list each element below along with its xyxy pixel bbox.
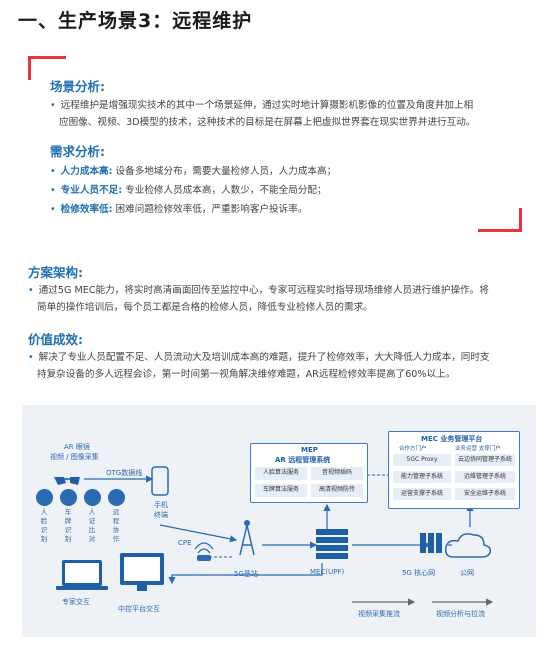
corner-decoration-bottom-right	[478, 208, 522, 232]
func-label: 车牌识别	[64, 508, 72, 543]
func-label: 远程协作	[112, 508, 120, 543]
phone-sublabel: 终端	[154, 511, 168, 519]
biz-cell: 运营支撑子系统	[393, 488, 451, 500]
center-label: 中控平台交互	[118, 605, 160, 613]
biz-cell: 能力管理子系统	[393, 471, 451, 483]
mep-cell: 高清视频防传	[311, 484, 363, 497]
analysis-heading: 场景分析:	[50, 79, 105, 94]
page-title: 一、生产场景3：远程维护	[18, 10, 253, 32]
ar-glasses-label: AR 眼镜	[64, 443, 90, 451]
biz-cell: 安全运维子系统	[455, 488, 515, 500]
plate-recognition-icon	[60, 489, 77, 506]
architecture-diagram: AR 眼镜 视频 / 图像采集 OTG数据线 手机 终端 人脸识别 车牌识别 人…	[22, 405, 536, 637]
biz-col2: 业务运营 支撑门户	[455, 446, 501, 452]
solution-paragraph: •通过5G MEC能力，将实时高清画面回传至监控中心，专家可远程实时指导现场维修…	[28, 285, 489, 313]
core-network-label: 5G 核心网	[402, 569, 436, 577]
biz-col1: 合作方门户	[399, 446, 427, 452]
value-paragraph: •解决了专业人员配置不足、人员流动大及培训成本高的难题，提升了检修效率，大大降低…	[28, 352, 490, 380]
remote-collab-icon	[108, 489, 125, 506]
base-station-label: 5G基站	[234, 570, 258, 578]
ar-glasses-sublabel: 视频 / 图像采集	[50, 453, 99, 461]
legend-pull: 视频分析与拉流	[436, 610, 485, 618]
corner-decoration-top-left	[28, 56, 66, 80]
value-heading: 价值成效:	[28, 332, 83, 347]
expert-label: 专家交互	[62, 598, 90, 606]
mep-box: MEP AR 远程管理系统 人脸算法服务 音视频插码 车牌算法服务 高清视频防传	[250, 443, 368, 503]
mep-subtitle: AR 远程管理系统	[275, 456, 331, 464]
diagram-connectors	[54, 466, 494, 606]
cpe-label: CPE	[178, 539, 192, 547]
legend-push: 视频采集推流	[358, 610, 400, 618]
biz-cell: 5GC Proxy	[393, 454, 451, 466]
otg-label: OTG数据线	[106, 469, 143, 477]
mep-cell: 音视频插码	[311, 467, 363, 480]
mep-cell: 人脸算法服务	[255, 467, 307, 480]
biz-cell: 远维管理子系统	[455, 471, 515, 483]
face-recognition-icon	[36, 489, 53, 506]
id-compare-icon	[84, 489, 101, 506]
list-item: •人力成本高: 设备多地域分布，需要大量检修人员，人力成本高；	[50, 166, 337, 177]
mep-cell: 车牌算法服务	[255, 484, 307, 497]
mec-upf-label: MEC(UPF)	[310, 568, 345, 576]
needs-heading: 需求分析:	[50, 144, 105, 159]
list-item: •检修效率低: 困难问题检修效率低，严重影响客户投诉率。	[50, 204, 308, 215]
mep-title: MEP	[301, 446, 318, 454]
list-item: •专业人员不足: 专业检修人员成本高，人数少，不能全局分配；	[50, 185, 327, 196]
needs-list: •人力成本高: 设备多地域分布，需要大量检修人员，人力成本高； •专业人员不足:…	[50, 163, 336, 218]
biz-title: MEC 业务管理平台	[421, 435, 483, 443]
func-label: 人脸识别	[40, 508, 48, 543]
public-network-label: 公网	[460, 569, 474, 577]
biz-cell: 云边协同管理子系统	[455, 454, 515, 466]
analysis-paragraph: •远程维护是增强现实技术的其中一个场景延伸，通过实时地计算摄影机影像的位置及角度…	[50, 100, 476, 128]
func-label: 人证比对	[88, 508, 96, 543]
phone-label: 手机	[154, 501, 168, 509]
solution-heading: 方案架构:	[28, 265, 83, 280]
mec-biz-platform-box: MEC 业务管理平台 合作方门户 业务运营 支撑门户 5GC Proxy 云边协…	[388, 431, 520, 509]
